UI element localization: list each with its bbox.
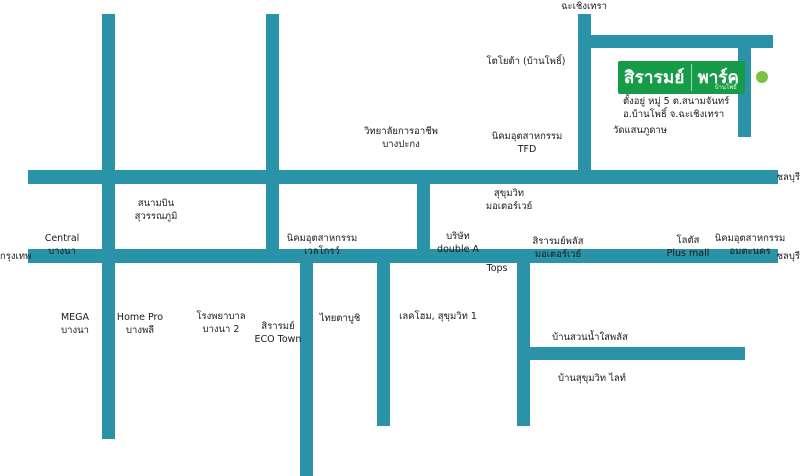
landmark-line: บ้านสวนน้ำใสพลัส xyxy=(552,332,628,343)
address-line-2: อ.บ้านโพธิ์ จ.ฉะเชิงเทรา xyxy=(623,109,725,120)
landmark-baan-suan: บ้านสวนน้ำใสพลัส xyxy=(552,331,628,344)
road-lower-highway xyxy=(28,249,778,263)
landmark-mega: MEGA บางนา xyxy=(61,311,89,337)
label-chachoengsao: ฉะเชิงเทรา xyxy=(561,1,607,12)
road-upper-highway xyxy=(28,170,778,184)
road-chachoengsao xyxy=(578,14,591,172)
landmark-line: วัดแสนภูดาษ xyxy=(613,125,667,136)
landmark-line: สิรารมย์ xyxy=(261,321,295,332)
landmark-line: ECO Town xyxy=(254,334,302,345)
landmark-line: ไทยตาบูชิ xyxy=(319,313,361,324)
landmark-airport: สนามบินสุวรรณภูมิ xyxy=(135,197,178,223)
address-line-1: ตั้งอยู่ หมู่ 5 ต.สนามจันทร์ xyxy=(623,96,730,107)
logo-sub: บ้านโพธิ์ xyxy=(714,84,737,91)
landmark-line: Plus mall xyxy=(666,248,710,259)
landmark-line: นิคมอุตสาหกรรม xyxy=(491,131,563,142)
landmark-eco-town: สิรารมย์ ECO Town xyxy=(255,320,302,346)
landmark-siraromplus: สิรารมย์พลัสมอเตอร์เวย์ xyxy=(532,235,583,261)
landmark-line: เลคโฮม, สุขุมวิท 1 xyxy=(399,311,477,322)
landmark-line: บางนา xyxy=(61,325,89,336)
landmark-sukhumvit-motorway: สุขุมวิทมอเตอร์เวย์ xyxy=(486,187,532,213)
landmark-line: โลตัส xyxy=(676,235,700,246)
landmark-line: มอเตอร์เวย์ xyxy=(485,201,533,212)
logo-park: พาร์ค บ้านโพธิ์ xyxy=(690,64,739,91)
landmark-tops: Tops xyxy=(487,262,508,275)
landmark-line: นิคมอุตสาหกรรม xyxy=(714,233,786,244)
landmark-line: สุขุมวิท xyxy=(493,188,525,199)
landmark-amata: นิคมอุตสาหกรรมอมตะนคร xyxy=(715,232,786,258)
landmark-line: double A xyxy=(437,244,479,255)
project-logo: สิรารมย์ พาร์ค บ้านโพธิ์ xyxy=(618,61,768,94)
road-baan-suan xyxy=(517,347,745,360)
landmark-lotus: โลตัส Plus mall xyxy=(667,234,710,260)
landmark-line: Home Pro xyxy=(116,312,164,323)
landmark-college: วิทยาลัยการอาชีพบางปะกง xyxy=(364,125,438,151)
landmark-line: บริษัท xyxy=(446,231,470,242)
landmark-line: Tops xyxy=(486,263,508,274)
landmark-double-a: บริษัท double A xyxy=(437,230,479,256)
landmark-line: อมตะนคร xyxy=(729,246,771,257)
landmark-tfd: นิคมอุตสาหกรรม TFD xyxy=(492,130,563,156)
landmark-line: มอเตอร์เวย์ xyxy=(534,249,582,260)
landmark-line: บางปะกง xyxy=(382,139,420,150)
landmark-baan-sukhumvit: บ้านสุขุมวิท ไลท์ xyxy=(558,372,626,385)
landmark-lakehome: เลคโฮม, สุขุมวิท 1 xyxy=(399,310,477,323)
road-project-top xyxy=(578,35,773,48)
landmark-toyota: โตโยต้า (บ้านโพธิ์) xyxy=(487,55,566,68)
landmark-central: Central บางนา xyxy=(45,232,80,258)
road-sukhumvit-lite xyxy=(517,262,530,426)
logo-name: สิรารมย์ xyxy=(624,68,685,88)
landmark-line: บางนา 2 xyxy=(202,324,240,335)
landmark-line: Central xyxy=(44,233,80,244)
landmark-line: โรงพยาบาล xyxy=(196,311,246,322)
landmark-wat-saen: วัดแสนภูดาษ xyxy=(613,124,667,137)
landmark-line: บางนา xyxy=(48,246,76,257)
landmark-wellgrow: นิคมอุตสาหกรรมเวลโกรว์ xyxy=(287,232,358,258)
landmark-homepro: Home Pro บางพลี xyxy=(117,311,163,337)
landmark-line: สิรารมย์พลัส xyxy=(532,236,584,247)
label-chonburi-bottom: ชลบุรี xyxy=(776,251,800,262)
landmark-line: นิคมอุตสาหกรรม xyxy=(286,233,358,244)
landmark-thai-tachu: ไทยตาบูชิ xyxy=(320,312,361,325)
landmark-line: MEGA xyxy=(60,312,90,323)
road-airport xyxy=(102,14,115,439)
landmark-hospital: โรงพยาบาลบางนา 2 xyxy=(196,310,245,336)
road-double-a xyxy=(417,182,430,250)
road-wellgrow xyxy=(266,14,279,251)
road-eco-town xyxy=(300,262,313,476)
landmark-line: บ้านสุขุมวิท ไลท์ xyxy=(558,373,626,384)
project-address: ตั้งอยู่ หมู่ 5 ต.สนามจันทร์ อ.บ้านโพธิ์… xyxy=(623,95,729,121)
landmark-line: บางพลี xyxy=(125,325,155,336)
landmark-line: TFD xyxy=(517,144,537,155)
road-lakehome xyxy=(377,262,390,426)
label-bangkok: กรุงเทพ xyxy=(0,251,32,262)
logo-park-text: พาร์ค xyxy=(697,68,739,88)
landmark-line: โตโยต้า (บ้านโพธิ์) xyxy=(486,56,566,67)
landmark-line: วิทยาลัยการอาชีพ xyxy=(364,126,438,137)
landmark-line: เวลโกรว์ xyxy=(304,246,340,257)
leaf-icon xyxy=(755,70,768,83)
landmark-line: สนามบิน xyxy=(137,198,175,209)
label-chonburi-top: ชลบุรี xyxy=(776,172,800,183)
landmark-line: สุวรรณภูมิ xyxy=(134,211,178,222)
